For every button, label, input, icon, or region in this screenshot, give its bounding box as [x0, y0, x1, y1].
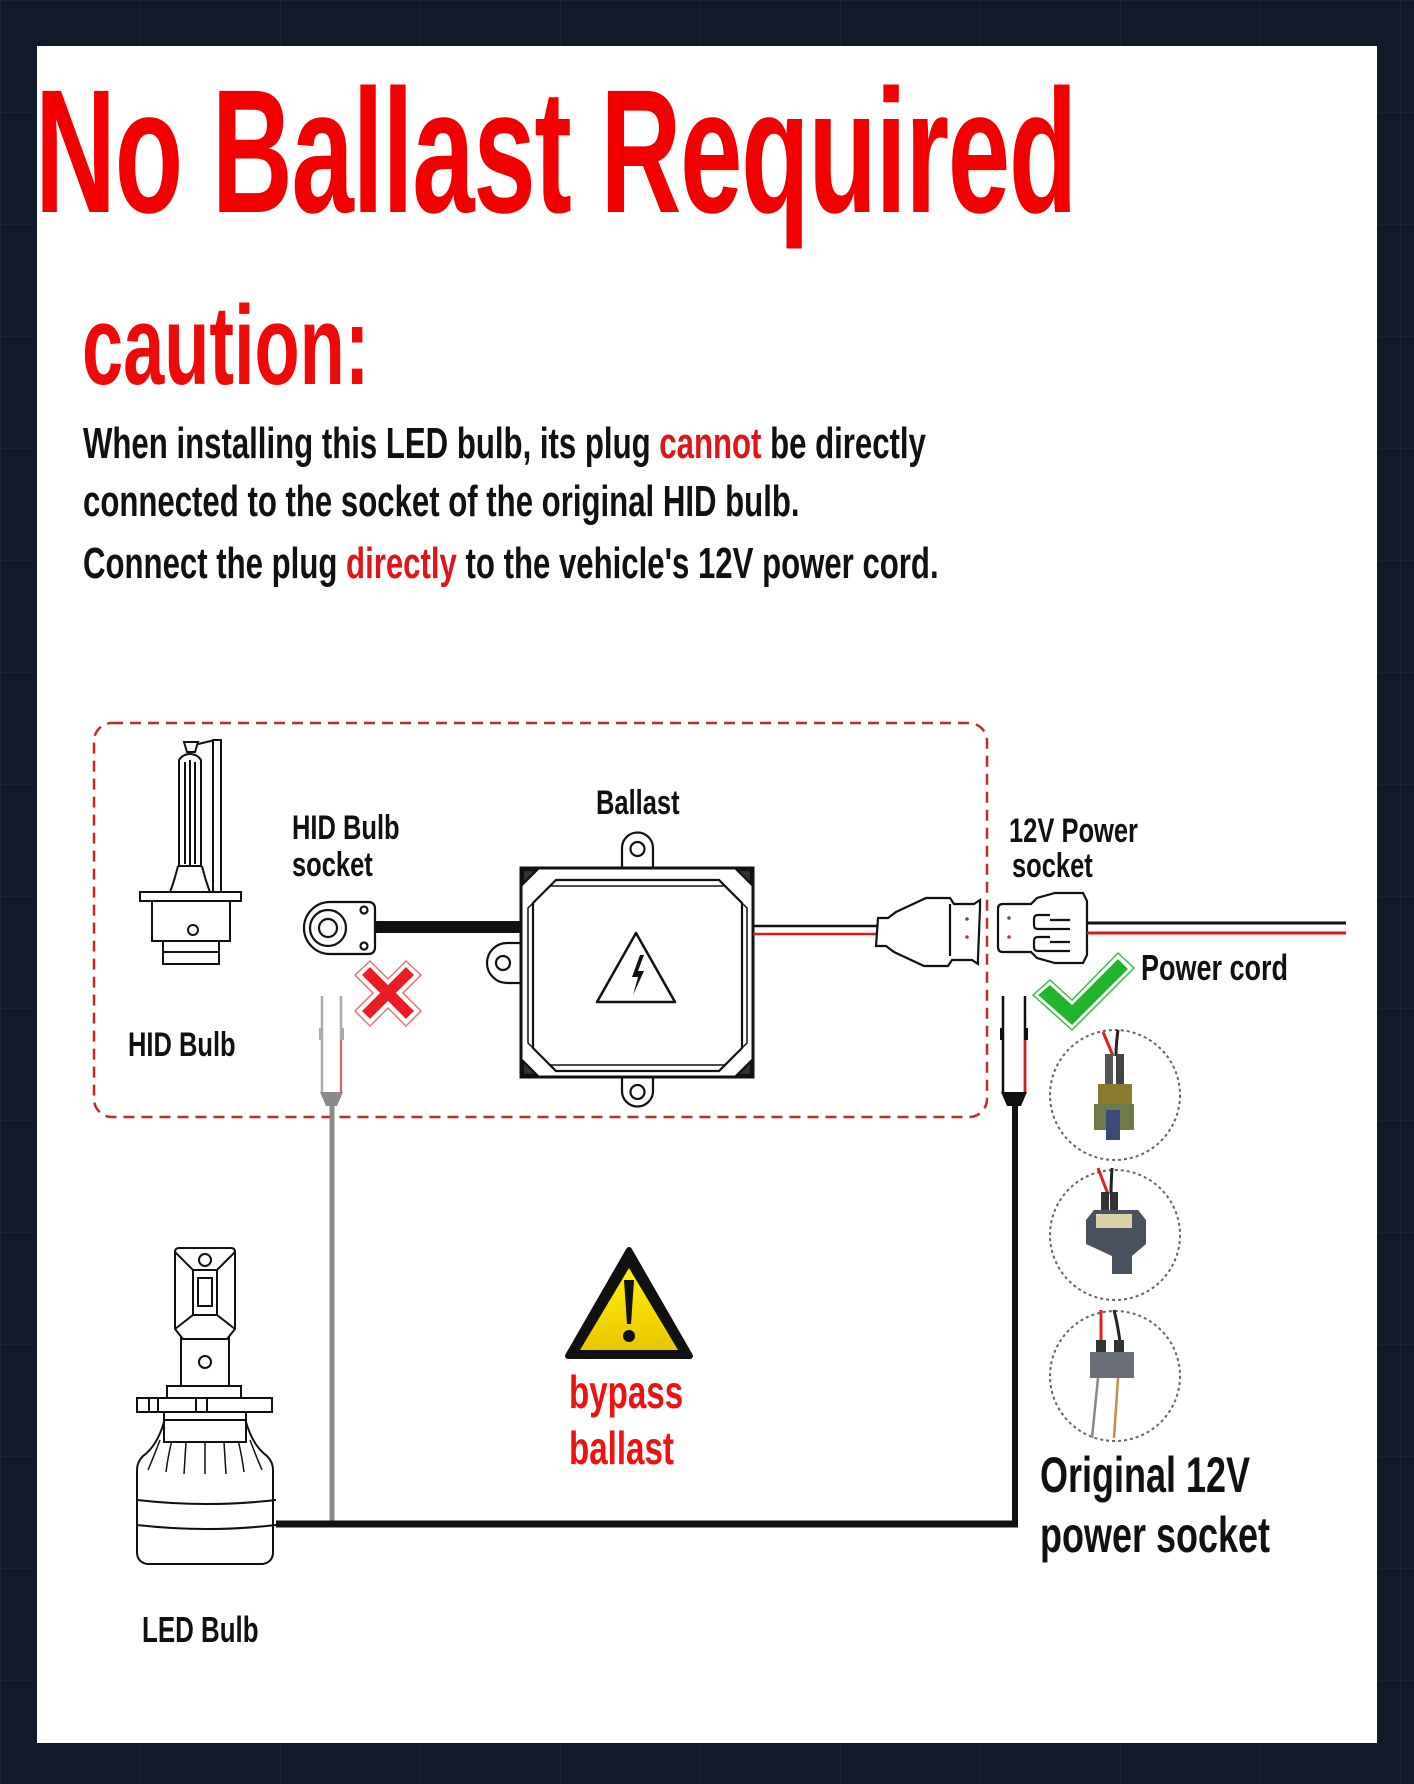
- hid-bulb-icon: [139, 739, 242, 965]
- bypass-label-line1: bypass: [569, 1368, 683, 1418]
- high-voltage-icon: [595, 931, 677, 1004]
- caution-heading: caution:: [82, 283, 370, 408]
- bypass-label-line2: ballast: [569, 1424, 674, 1474]
- caution-highlight-directly: directly: [346, 539, 457, 588]
- caution-line-3-start: Connect the plug: [83, 539, 347, 588]
- connector-photo-2: [1049, 1167, 1181, 1301]
- power-socket-icon: [996, 891, 1089, 965]
- led-bulb-icon: [136, 1247, 277, 1565]
- power-socket-label-line2: socket: [1012, 848, 1093, 885]
- ballast-label: Ballast: [596, 785, 680, 822]
- green-check-icon: [1031, 951, 1136, 1032]
- hid-bulb-label: HID Bulb: [128, 1027, 236, 1064]
- led-bulb-label: LED Bulb: [142, 1610, 259, 1650]
- page-title: No Ballast Required: [35, 54, 1077, 250]
- red-x-icon: [353, 959, 423, 1028]
- power-cord-label: Power cord: [1141, 947, 1288, 988]
- connector-photo-1: [1049, 1029, 1181, 1161]
- original-socket-label-line1: Original 12V: [1040, 1448, 1250, 1503]
- warning-triangle-icon: [565, 1247, 693, 1359]
- led-plug-pin-left-icon: [319, 996, 344, 1106]
- caution-highlight-cannot: cannot: [659, 419, 762, 468]
- hid-socket-label-line2: socket: [292, 847, 373, 884]
- ballast-input-plug-icon: [874, 896, 982, 968]
- led-plug-pin-right-icon: [1000, 996, 1028, 1106]
- caution-line-3: Connect the plug directly to the vehicle…: [83, 542, 939, 586]
- caution-line-1-end: be directly: [761, 419, 926, 468]
- caution-line-2: connected to the socket of the original …: [83, 477, 800, 526]
- hid-socket-icon: [302, 900, 377, 956]
- power-socket-label-line1: 12V Power: [1009, 813, 1138, 850]
- hid-socket-label-line1: HID Bulb: [292, 810, 400, 847]
- caution-line-1: When installing this LED bulb, its plug …: [83, 422, 926, 466]
- connector-photo-3: [1049, 1309, 1181, 1442]
- hid-system-dashed-box: [92, 721, 989, 1119]
- caution-line-1-start: When installing this LED bulb, its plug: [83, 419, 660, 468]
- ballast-output-wire: [375, 921, 522, 933]
- original-socket-label-line2: power socket: [1040, 1508, 1270, 1563]
- caution-line-3-end: to the vehicle's 12V power cord.: [456, 539, 939, 588]
